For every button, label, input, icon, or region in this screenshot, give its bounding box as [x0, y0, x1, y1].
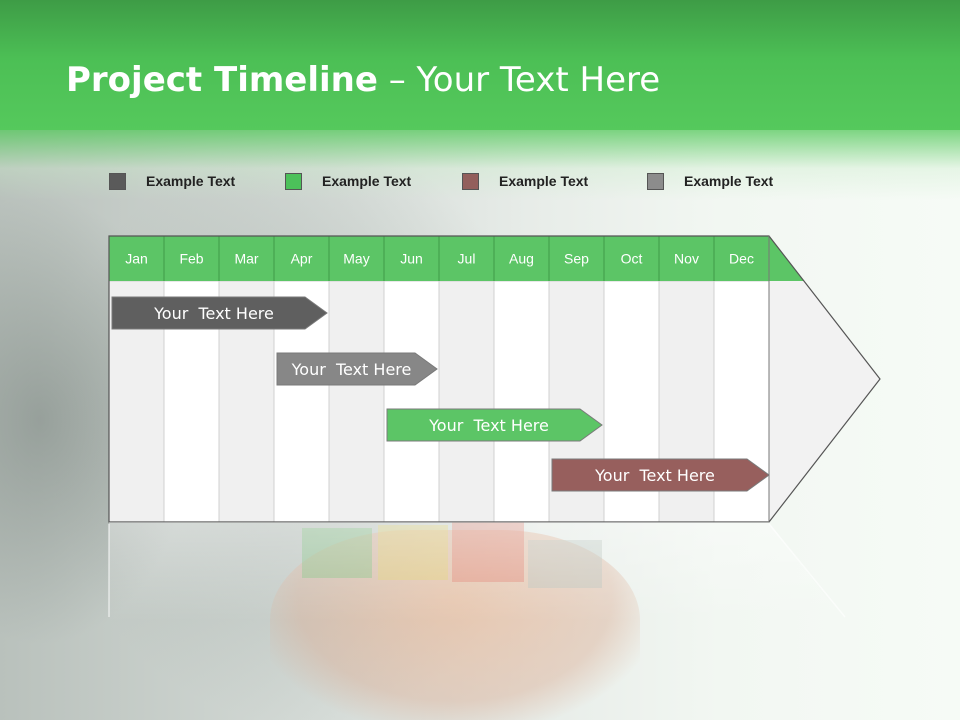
month-label: Aug — [509, 251, 534, 267]
legend-label: Example Text — [499, 173, 589, 189]
task-bar: Your Text Here — [111, 296, 328, 330]
title-rest: – Your Text Here — [377, 60, 661, 100]
month-label: Jan — [125, 251, 148, 267]
month-label: Dec — [729, 251, 754, 267]
legend-swatch — [109, 172, 126, 190]
page-title: Project Timeline – Your Text Here — [66, 60, 660, 100]
month-column — [493, 280, 550, 523]
month-label: Apr — [291, 251, 313, 267]
timeline-reflection — [109, 522, 845, 622]
legend-swatch — [647, 172, 664, 190]
task-bar: Your Text Here — [386, 408, 603, 442]
header-fade — [0, 130, 960, 200]
legend-label: Example Text — [684, 173, 774, 189]
legend-label: Example Text — [146, 173, 236, 189]
legend-item: Example Text — [285, 170, 411, 192]
month-label: Jul — [458, 251, 476, 267]
reflection-edge — [768, 523, 846, 618]
timeline-arrow-outline — [108, 235, 881, 523]
month-column — [328, 280, 385, 523]
month-label: Sep — [564, 251, 589, 267]
legend-swatch — [462, 172, 479, 190]
month-label: Jun — [400, 251, 423, 267]
task-bar-label: Your Text Here — [153, 304, 274, 323]
month-label: May — [343, 251, 369, 267]
task-bar-label: Your Text Here — [291, 360, 412, 379]
task-bar: Your Text Here — [551, 458, 770, 492]
legend-item: Example Text — [109, 170, 235, 192]
task-bar-label: Your Text Here — [594, 466, 715, 485]
task-bar-shape — [551, 458, 770, 492]
legend-item: Example Text — [462, 170, 588, 192]
title-bold: Project Timeline — [66, 60, 378, 100]
task-bar-shape — [111, 296, 328, 330]
month-label: Mar — [234, 251, 258, 267]
month-label: Nov — [674, 251, 699, 267]
month-column — [383, 280, 440, 523]
month-label: Feb — [179, 251, 203, 267]
task-bar: Your Text Here — [276, 352, 438, 386]
legend-swatch — [285, 172, 302, 190]
legend-label: Example Text — [322, 173, 412, 189]
month-column — [438, 280, 495, 523]
header-band — [0, 0, 960, 130]
task-bar-label: Your Text Here — [428, 416, 549, 435]
task-bar-shape — [386, 408, 603, 442]
month-label: Oct — [621, 251, 643, 267]
legend-item: Example Text — [647, 170, 773, 192]
task-bar-shape — [276, 352, 438, 386]
